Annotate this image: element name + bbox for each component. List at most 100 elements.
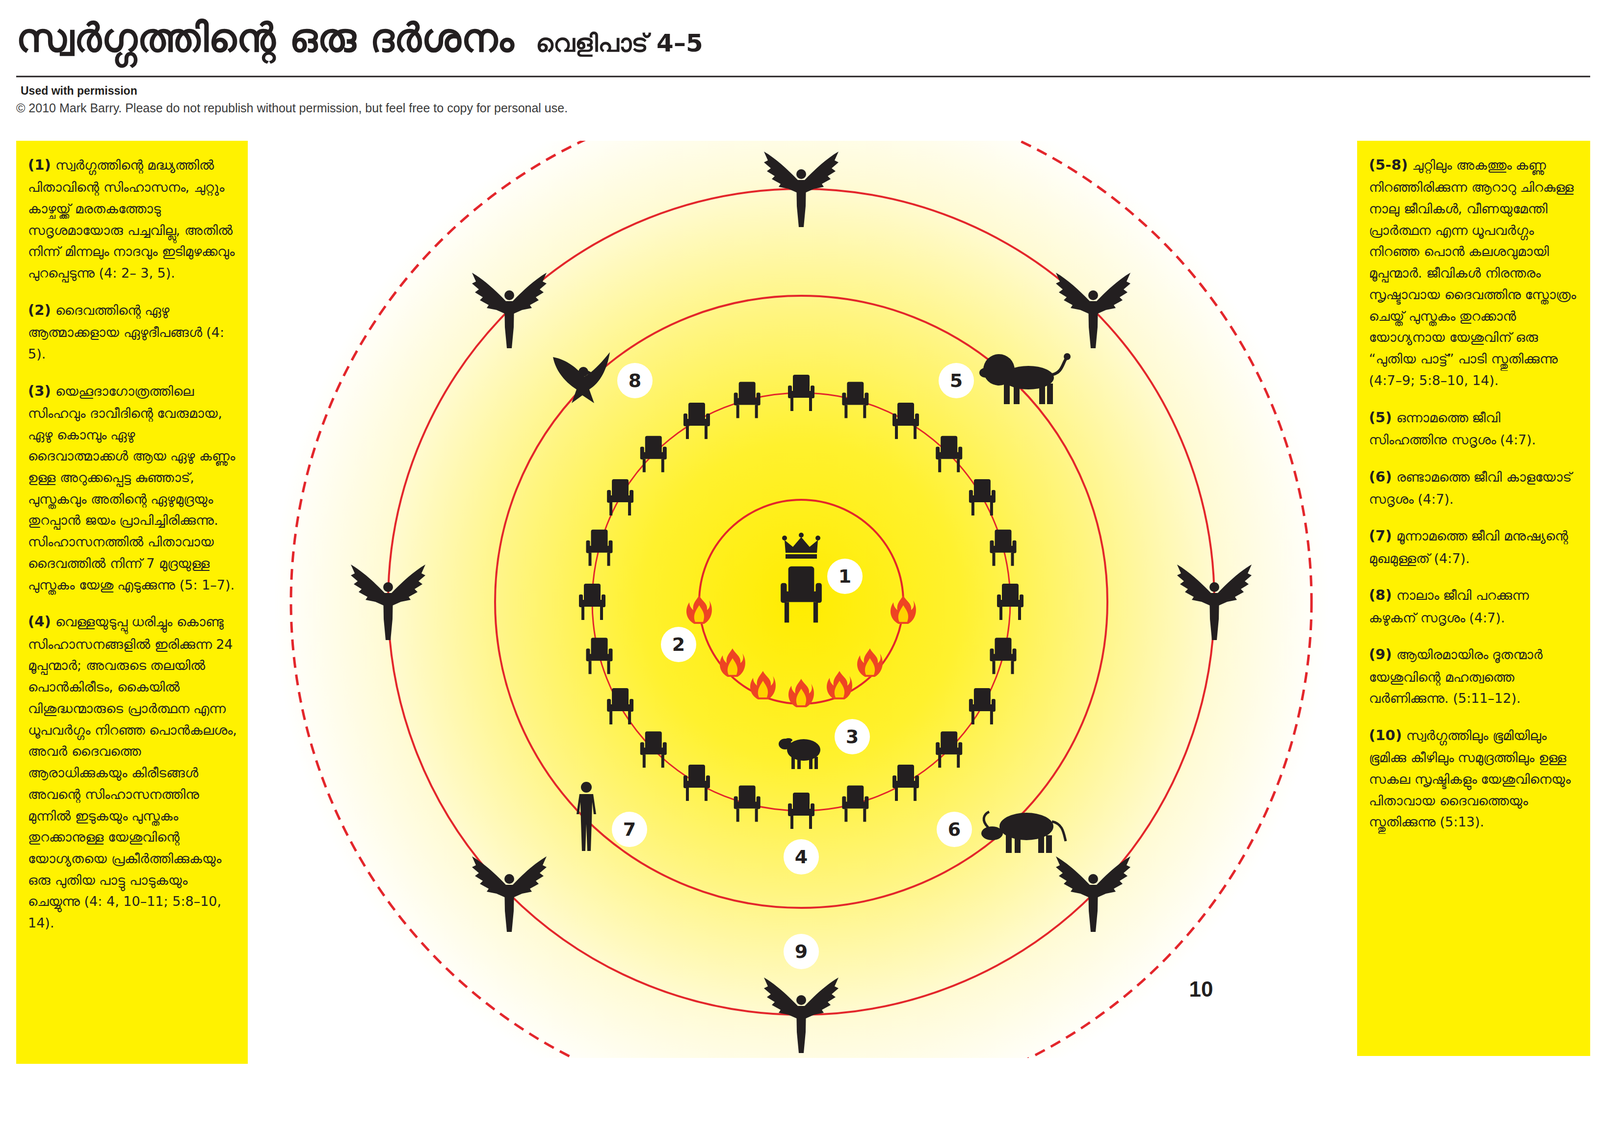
- item-text: വെള്ളയുടുപ്പു ധരിച്ചും കൊണ്ടു സിംഹാസനങ്ങ…: [27, 614, 237, 931]
- callout-number: 1: [838, 567, 852, 586]
- elder-throne: [734, 786, 761, 823]
- item-number: (4): [27, 613, 52, 630]
- ox-tail: [1051, 821, 1066, 842]
- callout-circle: 5: [938, 362, 975, 399]
- crown-jewel: [782, 535, 787, 541]
- callout-disc: [611, 812, 648, 848]
- crown-jewel: [798, 532, 804, 538]
- panel-item: (8)നാലാം ജീവി പറക്കുന്ന കഴുകന് സദൃശം (4:…: [1368, 583, 1580, 629]
- angel-figure: [1055, 856, 1131, 933]
- item-number: (5-8): [1368, 156, 1408, 174]
- callout-number: 10: [1189, 977, 1214, 1002]
- callout-disc: [783, 934, 819, 970]
- callout-number: 3: [845, 727, 859, 747]
- man-body: [576, 794, 597, 852]
- item-number: (6): [1368, 468, 1392, 486]
- elder-throne: [586, 529, 613, 567]
- callout-disc: [660, 627, 697, 663]
- lion-tail: [1051, 358, 1067, 375]
- item-number: (7): [1368, 527, 1392, 545]
- elder-throne: [969, 479, 996, 516]
- elder-throne: [996, 583, 1024, 621]
- central-throne: [780, 566, 822, 624]
- angel-figure: [763, 151, 839, 228]
- lamb-figure: [778, 738, 821, 770]
- panel-item: (2)ദൈവത്തിന്റെ ഏഴു ആത്മാക്കളായ ഏഴുദീപങ്ങ…: [27, 298, 237, 366]
- callout-circle: 9: [783, 933, 820, 971]
- crown-band: [785, 554, 817, 559]
- lamp-flame: [719, 648, 746, 678]
- item-text: മൂന്നാമത്തെ ജീവി മനുഷ്യന്റെ മുഖമുള്ളത് (…: [1368, 528, 1569, 566]
- crown-body: [784, 537, 818, 553]
- elder-throne: [990, 637, 1017, 675]
- man-head: [580, 782, 592, 793]
- callout-disc: [617, 363, 653, 399]
- item-text: ആയിരമായിരം ദൂതന്മാർ യേശുവിന്റെ മഹത്വത്തെ…: [1368, 647, 1543, 707]
- elder-throne: [935, 731, 963, 768]
- elder-throne: [578, 583, 606, 621]
- callout-circle: 1: [826, 558, 864, 595]
- item-number: (9): [1368, 646, 1392, 663]
- callout-number: 2: [672, 635, 685, 655]
- elder-throne: [606, 479, 634, 516]
- ox-head: [981, 826, 1003, 841]
- callout-circle: 7: [611, 811, 648, 848]
- elder-throne: [935, 436, 963, 473]
- elder-throne: [841, 382, 869, 419]
- lamp-flame: [890, 595, 917, 625]
- eagle-figure: [552, 352, 610, 404]
- permission-note: Used with permission: [20, 84, 138, 98]
- callout-circle: 2: [660, 626, 697, 663]
- eagle-beak: [586, 369, 593, 375]
- crown-jewel: [815, 535, 821, 541]
- callout-number: 8: [628, 371, 642, 391]
- callout-disc: [938, 363, 974, 399]
- ox-leg: [1046, 835, 1052, 854]
- callout-disc: [783, 839, 819, 875]
- panel-item: (7)മൂന്നാമത്തെ ജീവി മനുഷ്യന്റെ മുഖമുള്ളത…: [1368, 524, 1580, 570]
- elder-throne: [640, 731, 667, 768]
- info-panel: (5-8)ചുറ്റിലും അകത്തും കണ്ണു നിറഞ്ഞിരിക്…: [1357, 140, 1591, 1057]
- lion-tail-tuft: [1063, 353, 1071, 361]
- panel-item: (4)വെള്ളയുടുപ്പു ധരിച്ചും കൊണ്ടു സിംഹാസന…: [27, 610, 237, 935]
- elder-throne: [990, 529, 1017, 567]
- item-text: നാലാം ജീവി പറക്കുന്ന കഴുകന് സദൃശം (4:7).: [1368, 587, 1529, 626]
- lion-figure: [979, 353, 1071, 405]
- outer-region: [273, 140, 1329, 1059]
- item-number: (2): [27, 301, 52, 319]
- item-text: ദൈവത്തിന്റെ ഏഴു ആത്മാക്കളായ ഏഴുദീപങ്ങൾ (…: [27, 302, 225, 362]
- ox-figure: [981, 812, 1066, 854]
- panel-item: (10)സ്വർഗ്ഗത്തിലും ഭൂമിയിലും ഭൂമിക്കു കീ…: [1368, 724, 1580, 834]
- elder-throne: [892, 402, 919, 440]
- ox-leg: [1038, 835, 1045, 854]
- elder-throne: [841, 786, 869, 823]
- angel-figure: [350, 564, 426, 641]
- glory-glow: [273, 140, 1329, 1059]
- angel-figure: [1177, 564, 1252, 641]
- header-rule: [16, 76, 1591, 78]
- panel-item: (3)യെഹൂദാഗോത്രത്തിലെ സിംഹവും ദാവീദിന്റെ …: [27, 379, 237, 597]
- creature-ring: [495, 295, 1108, 909]
- title-bar: സ്വർഗ്ഗത്തിന്റെ ഒരു ദർശനം വെളിപാട് 4–5: [16, 12, 704, 64]
- info-panel: (1)സ്വർഗ്ഗത്തിന്റെ മദ്ധ്യത്തിൽ പിതാവിന്റ…: [16, 140, 248, 1065]
- angel-figure: [472, 272, 547, 349]
- lamb-leg: [814, 757, 818, 770]
- panel-item: (6)രണ്ടാമത്തെ ജീവി കാളയോട് സദൃശം (4:7).: [1368, 465, 1580, 511]
- reference-subtitle: വെളിപാട് 4–5: [535, 28, 704, 58]
- lamp-flame: [857, 648, 883, 678]
- item-text: ഒന്നാമത്തെ ജീവി സിംഹത്തിനു സദൃശം (4:7).: [1368, 410, 1536, 448]
- lion-leg: [1013, 383, 1020, 405]
- angel-figure: [1055, 272, 1131, 349]
- diagram-title: സ്വർഗ്ഗത്തിന്റെ ഒരു ദർശനം: [16, 12, 515, 64]
- callout-number: 9: [794, 942, 808, 962]
- callout-disc: [827, 558, 863, 595]
- elder-throne: [892, 764, 919, 802]
- lamb-leg: [791, 757, 795, 770]
- callout-disc: [936, 812, 972, 848]
- item-text: യെഹൂദാഗോത്രത്തിലെ സിംഹവും ദാവീദിന്റെ വേര…: [27, 383, 236, 593]
- panel-item: (5)ഒന്നാമത്തെ ജീവി സിംഹത്തിനു സദൃശം (4:7…: [1368, 406, 1580, 451]
- item-number: (3): [27, 382, 52, 400]
- item-text: സ്വർഗ്ഗത്തിന്റെ മദ്ധ്യത്തിൽ പിതാവിന്റെ സ…: [27, 157, 235, 281]
- angel-figure: [763, 977, 839, 1054]
